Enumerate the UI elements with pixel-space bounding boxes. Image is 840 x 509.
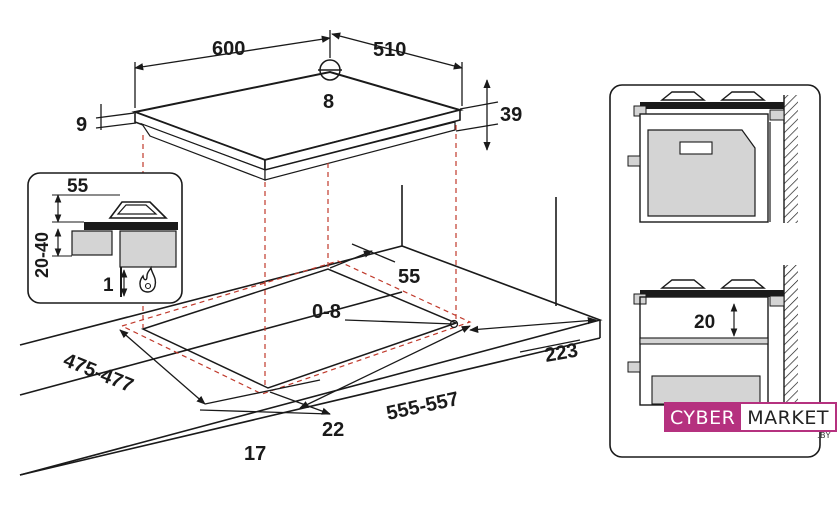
inset-right-panel bbox=[609, 84, 821, 458]
label-wall-distance: 223 bbox=[543, 339, 580, 366]
label-inset-height: 55 bbox=[67, 176, 89, 197]
dimension-lines bbox=[95, 30, 597, 415]
label-hob-edge: 9 bbox=[76, 114, 87, 136]
label-cutout-depth: 475-477 bbox=[60, 349, 136, 397]
label-inset-range: 20-40 bbox=[32, 232, 52, 278]
logo-market: MARKET bbox=[741, 402, 837, 432]
label-worktop-front: 17 bbox=[244, 443, 266, 465]
inset-left-panel bbox=[27, 172, 183, 304]
logo-cyber: CYBER bbox=[664, 402, 742, 432]
projection-lines bbox=[142, 125, 457, 388]
brand-logo: CYBER MARKET .BY bbox=[664, 402, 837, 440]
hob-top bbox=[131, 70, 464, 181]
label-hob-depth: 510 bbox=[373, 39, 406, 61]
label-hob-height: 39 bbox=[500, 104, 522, 126]
logo-suffix: .BY bbox=[816, 431, 831, 440]
label-cutout-back: 55 bbox=[398, 266, 420, 288]
label-hob-width: 600 bbox=[212, 38, 245, 60]
flame-icon bbox=[139, 265, 157, 293]
label-gas-inlet: 8 bbox=[323, 91, 334, 113]
label-cutout-side: 22 bbox=[322, 419, 344, 441]
label-oven-gap: 20 bbox=[694, 312, 715, 333]
label-cutout-width: 555-557 bbox=[384, 388, 460, 425]
label-cutout-offset: 0-8 bbox=[312, 301, 341, 323]
label-inset-gap: 1 bbox=[103, 275, 114, 296]
